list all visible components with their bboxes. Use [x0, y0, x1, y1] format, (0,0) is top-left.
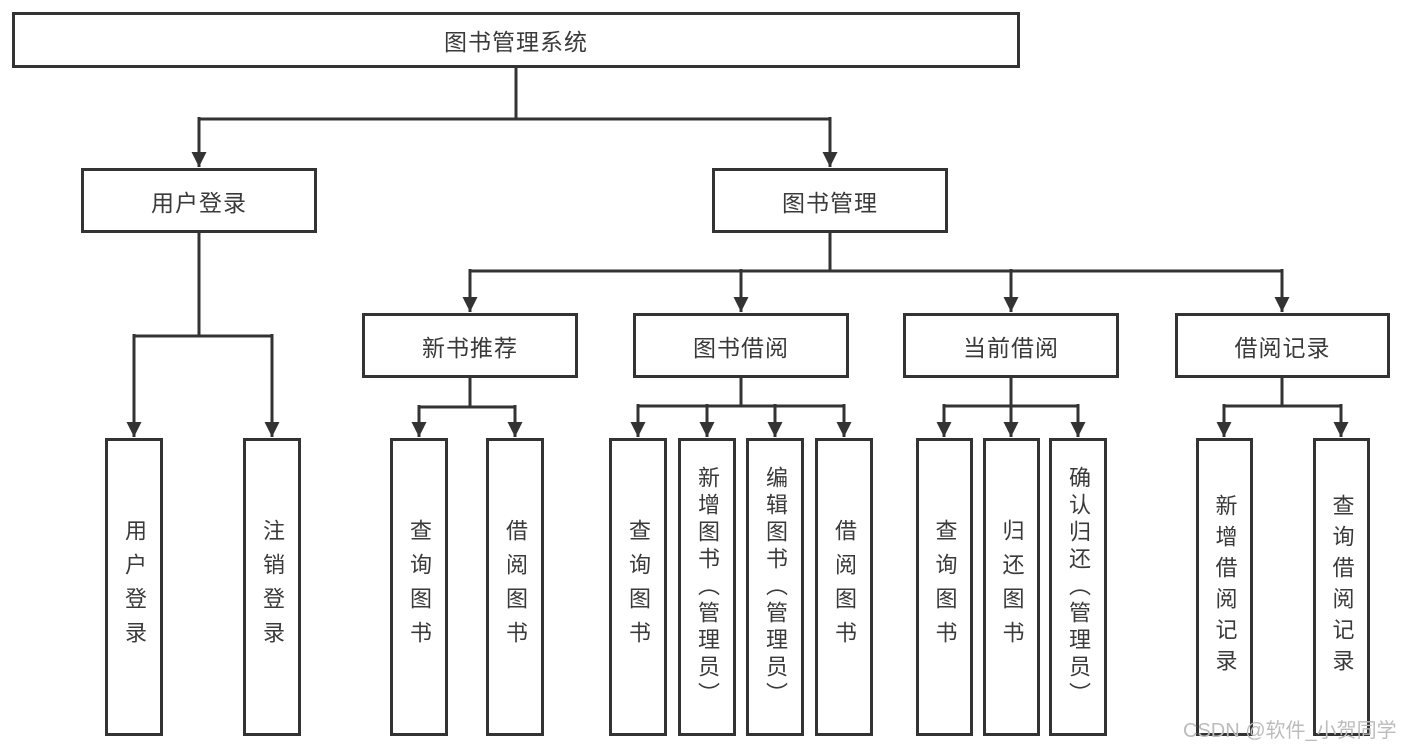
leaf-edit-books-admin: 编辑图书（管理员）: [746, 438, 804, 736]
leaf-confirm-return-admin: 确认归还（管理员）: [1049, 438, 1107, 736]
leaf-user-login: 用户登录: [105, 438, 163, 736]
node-book-borrowing: 图书借阅: [633, 313, 849, 378]
node-borrowing-records: 借阅记录: [1175, 313, 1390, 378]
leaf-query-books-recommend: 查询图书: [390, 438, 448, 736]
leaf-query-books-current: 查询图书: [916, 438, 973, 736]
node-root: 图书管理系统: [12, 12, 1020, 68]
leaf-borrow-books: 借阅图书: [815, 438, 873, 736]
node-book-management: 图书管理: [712, 168, 948, 233]
leaf-query-borrow-record: 查询借阅记录: [1313, 438, 1370, 736]
node-current-borrowing: 当前借阅: [903, 313, 1119, 378]
leaf-borrow-books-recommend: 借阅图书: [486, 438, 544, 736]
connector-arrows: [126, 117, 1349, 437]
leaf-query-books-borrow: 查询图书: [609, 438, 667, 736]
node-new-book-recommendation: 新书推荐: [362, 313, 578, 378]
leaf-logout: 注销登录: [243, 438, 301, 736]
leaf-add-books-admin: 新增图书（管理员）: [678, 438, 736, 736]
csdn-watermark: CSDN @软件_小贺同学: [1183, 720, 1397, 742]
leaf-add-borrow-record: 新增借阅记录: [1196, 438, 1253, 736]
node-user-login: 用户登录: [81, 168, 317, 233]
leaf-return-books: 归还图书: [983, 438, 1040, 736]
